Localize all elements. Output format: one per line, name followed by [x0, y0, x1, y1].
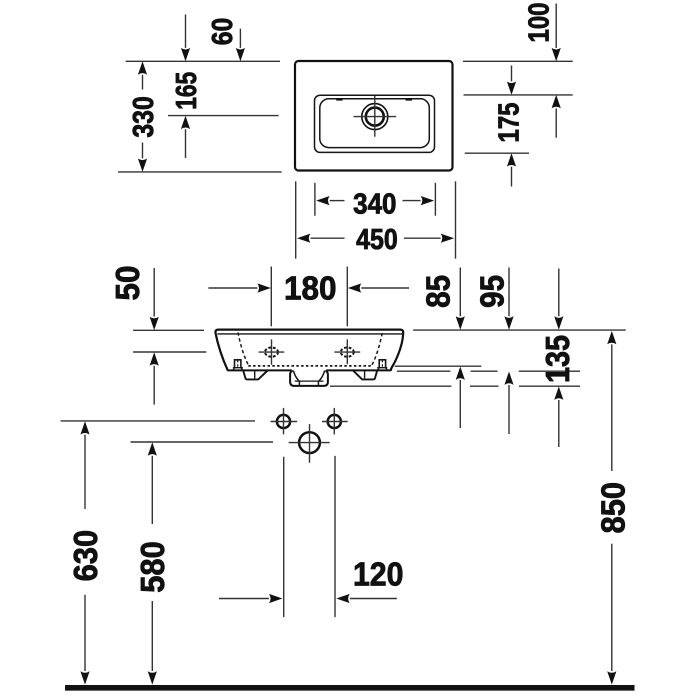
svg-text:330: 330: [128, 96, 160, 137]
svg-text:100: 100: [524, 3, 556, 43]
svg-text:50: 50: [109, 266, 146, 301]
svg-text:180: 180: [284, 270, 337, 307]
svg-text:630: 630: [67, 530, 104, 582]
svg-text:60: 60: [207, 18, 239, 46]
svg-text:175: 175: [494, 103, 526, 143]
svg-text:580: 580: [134, 541, 171, 593]
svg-text:165: 165: [171, 72, 203, 110]
svg-text:120: 120: [353, 555, 404, 592]
svg-text:95: 95: [473, 275, 510, 308]
svg-text:450: 450: [356, 224, 398, 256]
svg-text:340: 340: [353, 189, 396, 221]
svg-text:135: 135: [539, 335, 576, 383]
svg-text:85: 85: [419, 275, 456, 308]
svg-text:850: 850: [594, 482, 631, 534]
